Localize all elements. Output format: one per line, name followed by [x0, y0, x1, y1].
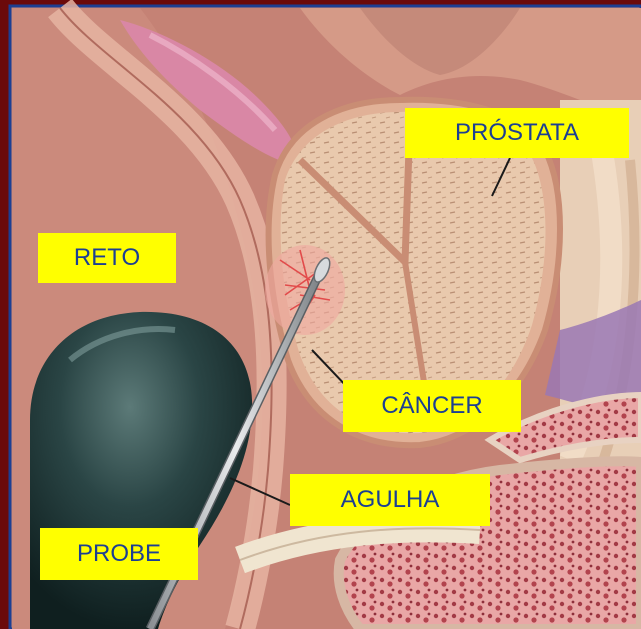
cancer-lesion	[265, 245, 345, 335]
prostata-label: PRÓSTATA	[405, 108, 629, 158]
reto-label: RETO	[38, 233, 176, 283]
probe-label: PROBE	[40, 528, 198, 580]
agulha-label: AGULHA	[290, 474, 490, 526]
cancer-label: CÂNCER	[343, 380, 521, 432]
